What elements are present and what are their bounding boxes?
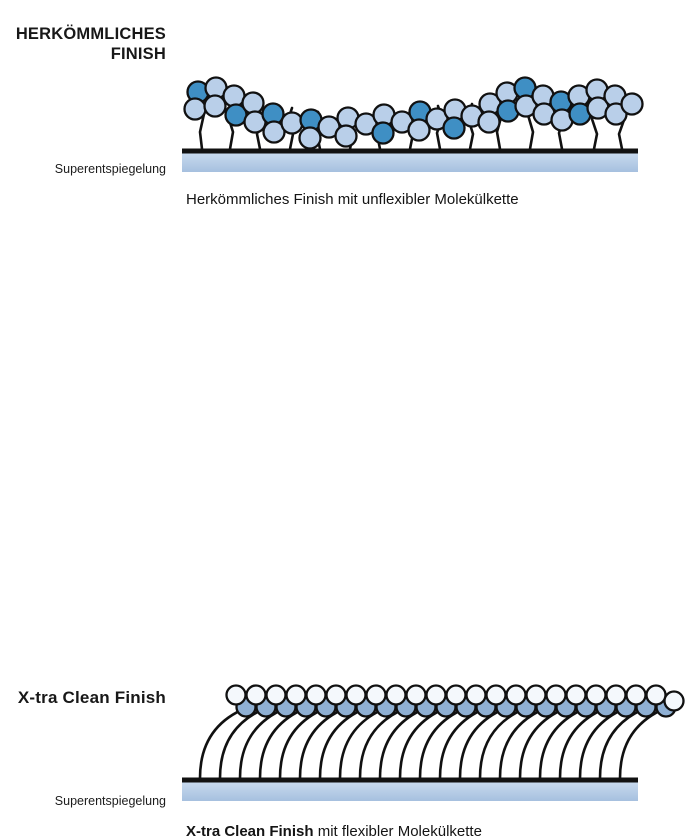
caption-xtra: X-tra Clean Finish mit flexibler Molekül… <box>186 823 482 840</box>
substrate-block-conventional <box>182 148 638 172</box>
molecule-heads-conventional <box>183 76 644 150</box>
molecule-chains-xtra <box>198 706 668 780</box>
panel-conventional-finish: Herkömmliches Finish Superentspiegelung <box>0 0 700 280</box>
substrate-fill <box>182 782 638 801</box>
xtra-clean-finish-diagram <box>182 684 685 801</box>
substrate-bar <box>182 148 638 154</box>
substrate-label-xtra: Superentspiegelung <box>54 794 166 808</box>
substrate-fill <box>182 153 638 172</box>
caption-conventional-rest: Herkömmliches Finish mit unflexibler Mol… <box>186 191 519 208</box>
molecule-heads-xtra <box>225 684 685 718</box>
substrate-label-conventional: Superentspiegelung <box>54 162 166 176</box>
caption-xtra-rest: mit flexibler Molekülkette <box>313 823 482 840</box>
caption-conventional: Herkömmliches Finish mit unflexibler Mol… <box>186 191 519 208</box>
panel-xtra-clean-finish: X-tra Clean Finish Superentspiegelung <box>0 330 700 840</box>
conventional-finish-title: Herkömmliches Finish <box>15 25 166 64</box>
caption-xtra-strong: X-tra Clean Finish <box>186 823 314 840</box>
substrate-block-xtra <box>182 777 638 801</box>
conventional-finish-diagram <box>182 76 644 172</box>
xtra-clean-finish-title: X-tra Clean Finish <box>17 688 166 707</box>
substrate-bar <box>182 777 638 783</box>
